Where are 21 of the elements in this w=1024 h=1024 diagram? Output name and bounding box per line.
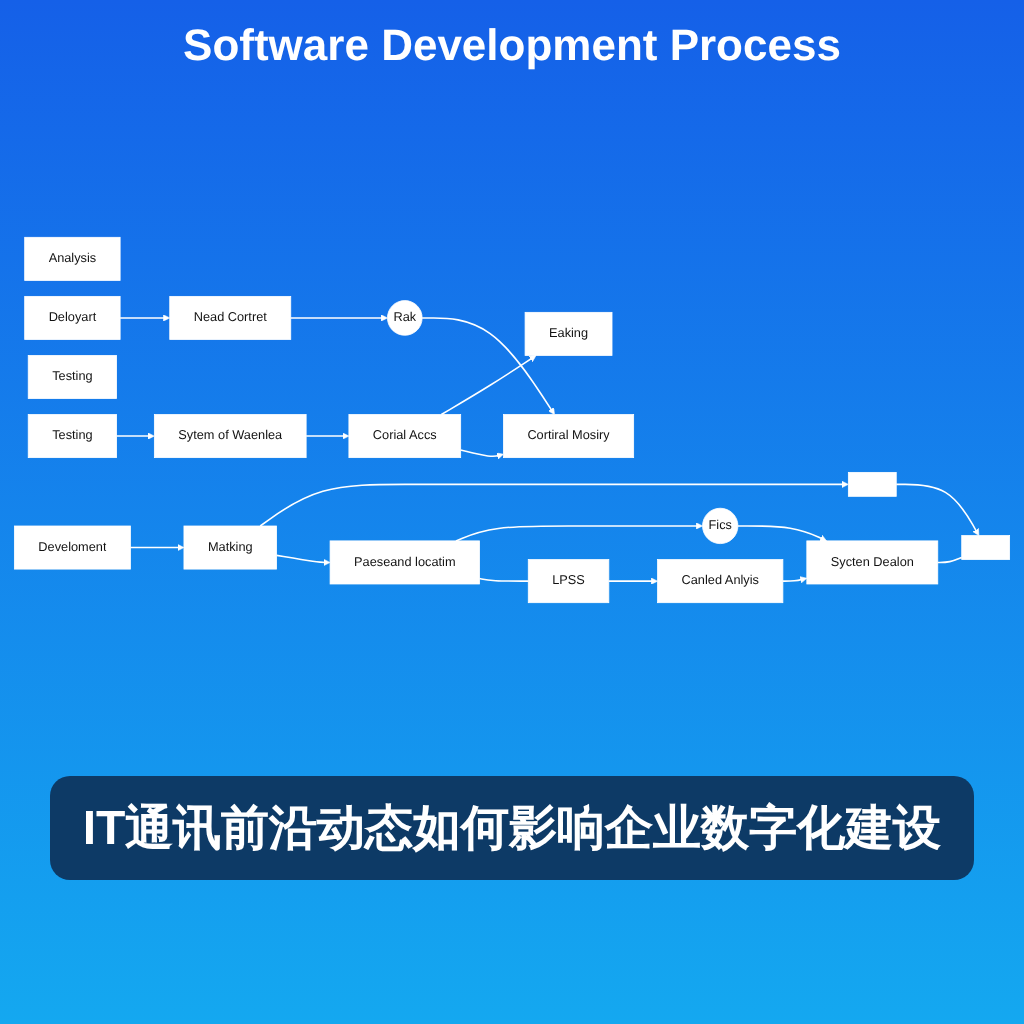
arrow: [455, 522, 703, 542]
arrow: [275, 554, 331, 566]
arrow: [782, 576, 808, 584]
node-box: [961, 535, 1010, 560]
arrow: [421, 317, 555, 415]
connector: [478, 577, 530, 582]
node-box: [847, 472, 897, 497]
arrow: [119, 314, 171, 322]
arrow: [289, 314, 388, 322]
arrow: [459, 449, 504, 460]
diagram-title: Software Development Process: [181, 18, 843, 74]
headline-banner: IT通讯前沿动态如何影响企业数字化建设: [50, 776, 974, 880]
arrow: [115, 432, 155, 440]
arrow: [895, 483, 980, 536]
arrow: [440, 355, 537, 416]
arrow: [305, 432, 350, 440]
arrow: [737, 525, 827, 542]
arrow: [129, 544, 185, 552]
connector: [937, 556, 963, 564]
arrow: [608, 577, 658, 585]
arrow: [259, 480, 849, 527]
